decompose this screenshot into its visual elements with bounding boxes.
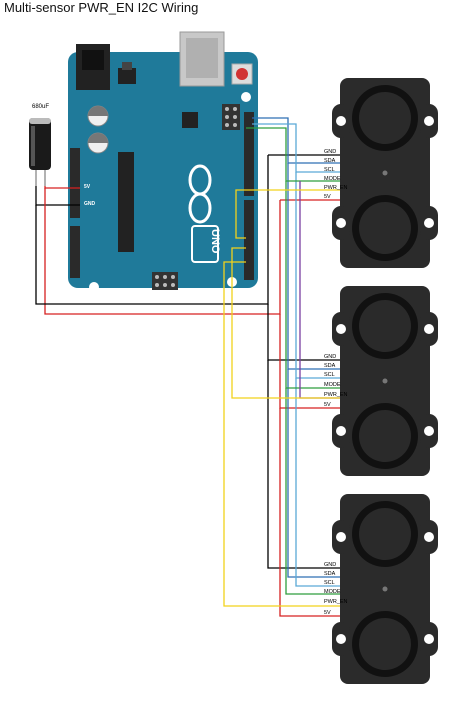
sensor-3 (332, 494, 438, 684)
wire-scl (252, 123, 340, 173)
arduino-uno: 5V GND UNO (68, 31, 258, 292)
arduino-board (68, 52, 258, 288)
s1-pin-sda: SDA (324, 158, 336, 164)
s1-pin-scl: SCL (324, 167, 335, 173)
s3-pin-pwren: PWR_EN (324, 599, 348, 605)
capacitor-top (29, 118, 51, 124)
s1-pin-5v: 5V (324, 194, 331, 200)
wire-gnd-s3 (267, 360, 340, 569)
sensor-2-pins: GND SDA SCL MODE PWR_EN 5V (324, 354, 348, 408)
s1-pin-gnd: GND (324, 149, 336, 155)
capacitor-stripe (31, 126, 35, 166)
s2-pin-sda: SDA (324, 363, 336, 369)
icsp-header (222, 104, 240, 130)
sensor-1 (332, 78, 438, 268)
wire-5v-bus (44, 188, 281, 315)
s3-pin-gnd: GND (324, 562, 336, 568)
diagram-title: Multi-sensor PWR_EN I2C Wiring (4, 0, 199, 15)
s2-pin-pwren: PWR_EN (324, 392, 348, 398)
wire-gnd-s2 (267, 304, 340, 361)
wire-scl-s3 (295, 378, 340, 587)
wire-pwren-s1 (235, 189, 340, 239)
s3-pin-5v: 5V (324, 610, 331, 616)
arduino-gnd-label: GND (84, 201, 96, 207)
s3-pin-scl: SCL (324, 580, 335, 586)
s2-pin-gnd: GND (324, 354, 336, 360)
wire-sda-s3 (287, 369, 340, 578)
wire-pwren-s3 (223, 261, 340, 607)
wire-pwren-s2 (231, 247, 340, 399)
wire-mode-s3 (285, 388, 340, 595)
s3-pin-mode: MODE (324, 589, 341, 595)
capacitor-label: 680uF (32, 104, 49, 110)
s3-pin-sda: SDA (324, 571, 336, 577)
wire-5v-s3 (279, 408, 340, 617)
sensor-2 (332, 286, 438, 476)
s2-pin-mode: MODE (324, 382, 341, 388)
right-header (244, 112, 254, 280)
s2-pin-5v: 5V (324, 402, 331, 408)
arduino-5v-label: 5V (84, 184, 91, 190)
wire-mode (246, 127, 340, 182)
left-header (70, 148, 80, 278)
sensor-1-pins: GND SDA SCL MODE PWR_EN 5V (324, 149, 348, 200)
s1-pin-mode: MODE (324, 176, 341, 182)
sensor-3-pins: GND SDA SCL MODE PWR_EN 5V (324, 562, 348, 616)
wire-sda (252, 117, 340, 164)
arduino-uno-label: UNO (209, 229, 221, 254)
s2-pin-scl: SCL (324, 372, 335, 378)
arduino-logo-icon (188, 164, 212, 224)
wire-gnd-bus (35, 155, 269, 305)
wires (35, 117, 340, 617)
atmega-chip (118, 152, 134, 252)
capacitor: 680uF (29, 104, 51, 186)
s1-pin-pwren: PWR_EN (324, 185, 348, 191)
